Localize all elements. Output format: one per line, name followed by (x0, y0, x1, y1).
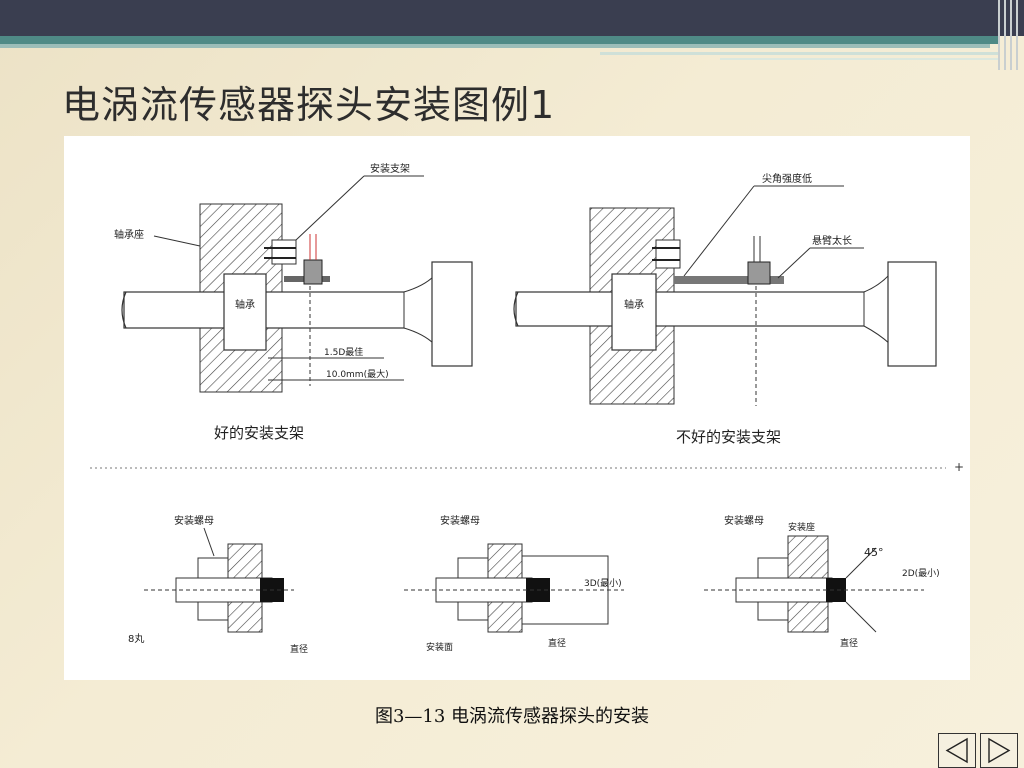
svg-text:+: + (954, 460, 964, 474)
good-bracket-diagram: 轴承 安装支架 轴承座 1.5D最佳 10.0mm(最大) 好的安装支架 (114, 162, 473, 442)
side-label: 2D(最小) (902, 568, 940, 579)
nut-label-2: 安装螺母 (440, 514, 480, 527)
decorative-lines (996, 0, 1024, 70)
bearing-label: 轴承 (235, 298, 255, 311)
dimension-max: 10.0mm(最大) (326, 368, 389, 380)
nut-label: 安装螺母 (174, 514, 214, 527)
mount-label: 安装座 (788, 521, 815, 533)
probe-dia-label: 8丸 (128, 632, 144, 645)
face-label: 安装面 (426, 641, 453, 653)
accent-stripe-light (0, 44, 990, 48)
housing-label: 轴承座 (114, 228, 144, 241)
angle-label: 45° (864, 546, 884, 559)
dia-label-3: 直径 (840, 637, 858, 649)
bad-bearing-label: 轴承 (624, 298, 644, 311)
bracket-label: 安装支架 (370, 162, 410, 175)
figure-caption: 图3—13 电涡流传感器探头的安装 (374, 706, 650, 727)
bad-bracket-caption: 不好的安装支架 (676, 428, 781, 446)
sharp-corner-label: 尖角强度低 (762, 172, 812, 185)
previous-slide-button[interactable] (938, 733, 976, 768)
long-arm-label: 悬臂太长 (812, 234, 852, 247)
next-slide-button[interactable] (980, 733, 1018, 768)
mounting-case-1: 安装螺母 8丸 直径 (128, 514, 308, 655)
triangle-left-icon (945, 737, 968, 764)
dia-label-1: 直径 (290, 643, 308, 655)
mounting-case-2: 安装螺母 3D(最小) 安装面 直径 (404, 514, 624, 653)
slide-title: 电涡流传感器探头安装图例1 (62, 83, 556, 127)
diagram-figure: 轴承 安装支架 轴承座 1.5D最佳 10.0mm(最大) 好的安装支架 轴承 (64, 136, 970, 680)
dia-label-2: 直径 (548, 637, 566, 649)
mounting-case-3: 安装螺母 安装座 45° 2D(最小) 直径 (704, 514, 940, 649)
bad-bracket-diagram: 轴承 尖角强度低 悬臂太长 不好的安装支架 (513, 172, 937, 446)
nut-label-3: 安装螺母 (724, 514, 764, 527)
accent-stripe-thinner (720, 58, 1000, 60)
good-bracket-caption: 好的安装支架 (214, 424, 304, 442)
triangle-right-icon (988, 737, 1011, 764)
dimension-optimal: 1.5D最佳 (324, 346, 363, 358)
accent-stripe-thin (600, 52, 1000, 55)
accent-stripe (0, 36, 1000, 44)
range-label: 3D(最小) (584, 578, 622, 589)
top-bar (0, 0, 1024, 36)
